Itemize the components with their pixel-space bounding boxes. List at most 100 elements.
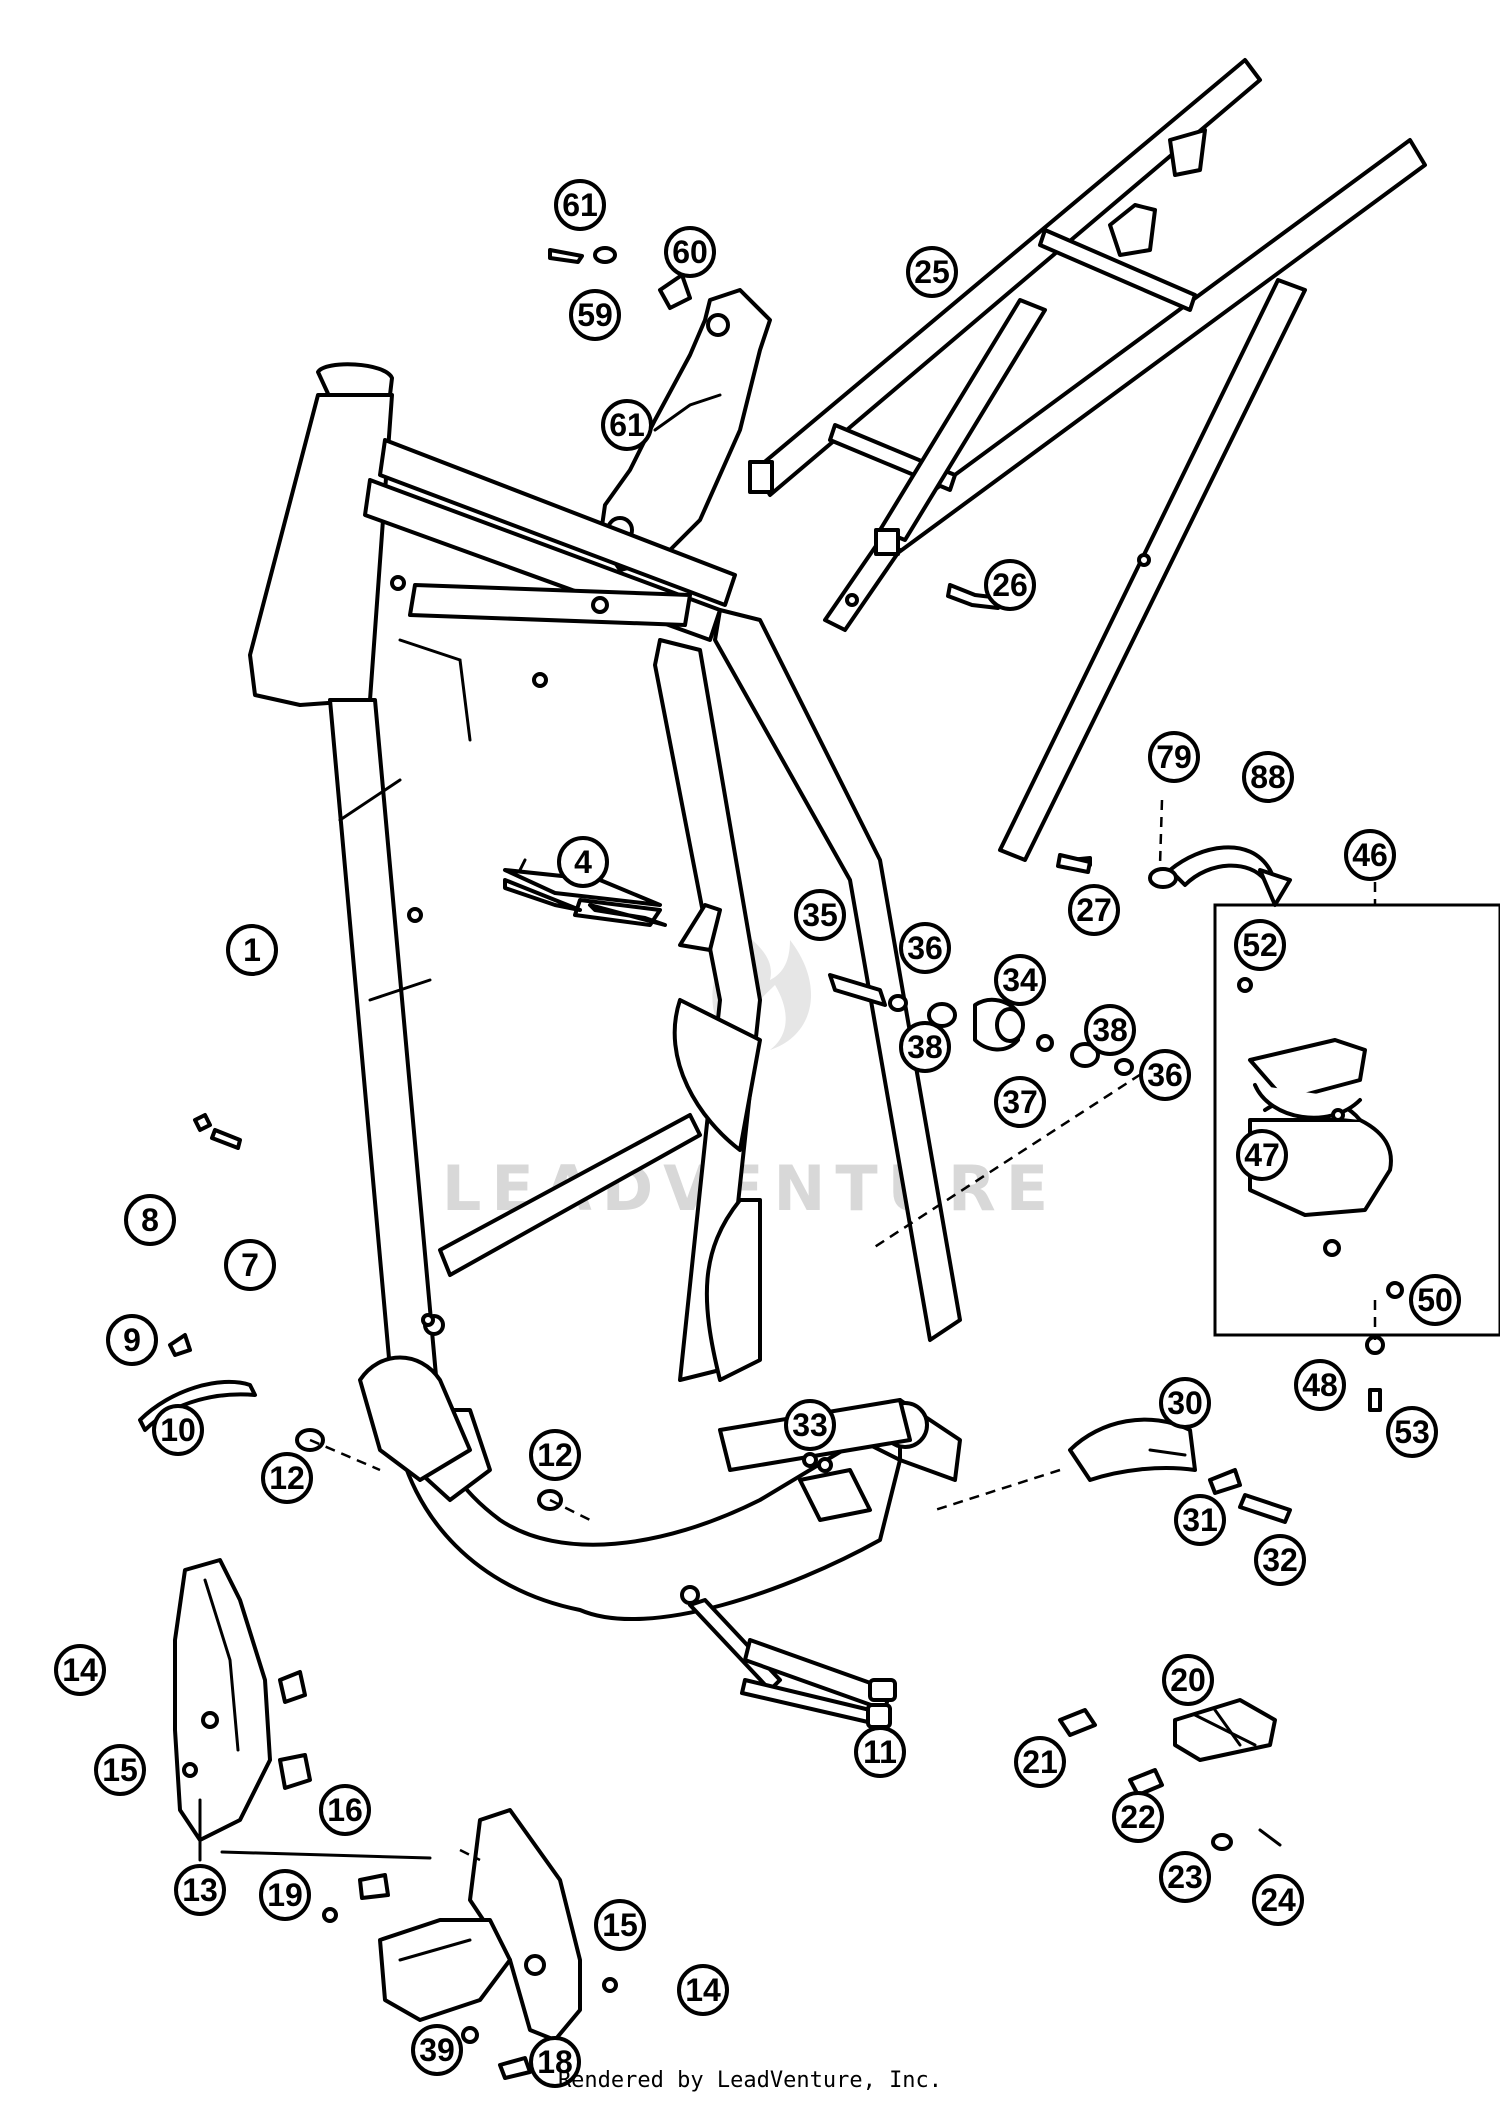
svg-text:60: 60 bbox=[672, 234, 708, 270]
svg-text:61: 61 bbox=[562, 187, 598, 223]
callout[interactable]: 14 bbox=[54, 1644, 106, 1696]
callout[interactable]: 48 bbox=[1294, 1359, 1346, 1411]
callout[interactable]: 9 bbox=[106, 1314, 158, 1366]
svg-text:25: 25 bbox=[914, 254, 950, 290]
svg-text:52: 52 bbox=[1242, 927, 1278, 963]
callout[interactable]: 46 bbox=[1344, 829, 1396, 881]
callout[interactable]: 27 bbox=[1068, 884, 1120, 936]
svg-text:79: 79 bbox=[1156, 739, 1192, 775]
svg-text:37: 37 bbox=[1002, 1084, 1038, 1120]
callout[interactable]: 36 bbox=[1139, 1049, 1191, 1101]
svg-text:61: 61 bbox=[609, 407, 645, 443]
callout[interactable]: 53 bbox=[1386, 1406, 1438, 1458]
svg-text:33: 33 bbox=[792, 1407, 828, 1443]
callout[interactable]: 16 bbox=[319, 1784, 371, 1836]
svg-text:20: 20 bbox=[1170, 1662, 1206, 1698]
svg-text:14: 14 bbox=[62, 1652, 98, 1688]
callout[interactable]: 35 bbox=[794, 889, 846, 941]
svg-text:31: 31 bbox=[1182, 1502, 1218, 1538]
svg-text:36: 36 bbox=[907, 930, 943, 966]
callout[interactable]: 12 bbox=[261, 1452, 313, 1504]
subframe bbox=[748, 58, 1427, 862]
callouts: 61 60 59 61 25 26 79 88 27 46 4 1 35 36 … bbox=[54, 179, 1461, 2088]
callout[interactable]: 12 bbox=[529, 1429, 581, 1481]
svg-text:9: 9 bbox=[123, 1322, 141, 1358]
callout[interactable]: 36 bbox=[899, 922, 951, 974]
svg-text:27: 27 bbox=[1076, 892, 1112, 928]
svg-text:10: 10 bbox=[160, 1412, 196, 1448]
callout[interactable]: 13 bbox=[174, 1864, 226, 1916]
callout[interactable]: 37 bbox=[994, 1076, 1046, 1128]
callout[interactable]: 33 bbox=[784, 1399, 836, 1451]
svg-text:11: 11 bbox=[863, 1734, 897, 1770]
callout[interactable]: 60 bbox=[664, 226, 716, 278]
svg-text:12: 12 bbox=[537, 1437, 573, 1473]
leader-lines bbox=[198, 799, 1377, 1862]
main-frame bbox=[248, 362, 962, 1622]
frame-protector-left bbox=[173, 1558, 312, 1842]
svg-text:14: 14 bbox=[685, 1972, 721, 2008]
callout[interactable]: 39 bbox=[411, 2024, 463, 2076]
callout[interactable]: 4 bbox=[557, 836, 609, 888]
callout[interactable]: 61 bbox=[554, 179, 606, 231]
svg-text:38: 38 bbox=[1092, 1012, 1128, 1048]
breather-hose bbox=[1068, 845, 1292, 907]
callout[interactable]: 19 bbox=[259, 1869, 311, 1921]
callout[interactable]: 15 bbox=[94, 1744, 146, 1796]
callout[interactable]: 21 bbox=[1014, 1736, 1066, 1788]
callout[interactable]: 18 bbox=[529, 2036, 581, 2088]
callout[interactable]: 26 bbox=[984, 559, 1036, 611]
bearing-set bbox=[828, 973, 1134, 1076]
svg-text:26: 26 bbox=[992, 567, 1028, 603]
callout[interactable]: 14 bbox=[677, 1964, 729, 2016]
callout[interactable]: 34 bbox=[994, 954, 1046, 1006]
callout[interactable]: 7 bbox=[224, 1239, 276, 1291]
callout[interactable]: 38 bbox=[1084, 1004, 1136, 1056]
decals-and-clips bbox=[138, 878, 667, 1432]
frame-guards bbox=[358, 1355, 897, 1712]
callout[interactable]: 79 bbox=[1148, 731, 1200, 783]
callout[interactable]: 52 bbox=[1234, 919, 1286, 971]
frame-protector-right bbox=[322, 1808, 618, 2080]
callout[interactable]: 32 bbox=[1254, 1534, 1306, 1586]
svg-text:16: 16 bbox=[327, 1792, 363, 1828]
svg-text:30: 30 bbox=[1167, 1385, 1203, 1421]
svg-text:34: 34 bbox=[1002, 962, 1038, 998]
svg-text:24: 24 bbox=[1260, 1882, 1296, 1918]
callout[interactable]: 88 bbox=[1242, 751, 1294, 803]
svg-text:7: 7 bbox=[241, 1247, 259, 1283]
callout[interactable]: 61 bbox=[601, 399, 653, 451]
callout[interactable]: 22 bbox=[1112, 1791, 1164, 1843]
svg-text:35: 35 bbox=[802, 897, 838, 933]
svg-text:36: 36 bbox=[1147, 1057, 1183, 1093]
callout[interactable]: 15 bbox=[594, 1899, 646, 1951]
callout[interactable]: 59 bbox=[569, 289, 621, 341]
svg-text:48: 48 bbox=[1302, 1367, 1338, 1403]
svg-text:38: 38 bbox=[907, 1029, 943, 1065]
footer-credit: Rendered by LeadVenture, Inc. bbox=[557, 2068, 943, 2093]
svg-text:59: 59 bbox=[577, 297, 613, 333]
svg-text:19: 19 bbox=[267, 1877, 303, 1913]
callout[interactable]: 24 bbox=[1252, 1874, 1304, 1926]
svg-text:15: 15 bbox=[602, 1907, 638, 1943]
callout[interactable]: 20 bbox=[1162, 1654, 1214, 1706]
callout[interactable]: 38 bbox=[899, 1021, 951, 1073]
callout[interactable]: 30 bbox=[1159, 1377, 1211, 1429]
callout[interactable]: 50 bbox=[1409, 1274, 1461, 1326]
svg-text:8: 8 bbox=[141, 1202, 159, 1238]
fasteners bbox=[295, 583, 1404, 1524]
callout[interactable]: 1 bbox=[226, 924, 278, 976]
callout[interactable]: 23 bbox=[1159, 1851, 1211, 1903]
callout[interactable]: 8 bbox=[124, 1194, 176, 1246]
callout[interactable]: 10 bbox=[152, 1404, 204, 1456]
callout[interactable]: 25 bbox=[906, 246, 958, 298]
svg-text:50: 50 bbox=[1417, 1282, 1453, 1318]
svg-text:47: 47 bbox=[1244, 1137, 1280, 1173]
footpeg bbox=[1058, 1698, 1282, 1851]
callout[interactable]: 47 bbox=[1236, 1129, 1288, 1181]
svg-text:46: 46 bbox=[1352, 837, 1388, 873]
chain-slider bbox=[1068, 1417, 1197, 1482]
callout[interactable]: 31 bbox=[1174, 1494, 1226, 1546]
callout[interactable]: 11 bbox=[854, 1726, 906, 1778]
